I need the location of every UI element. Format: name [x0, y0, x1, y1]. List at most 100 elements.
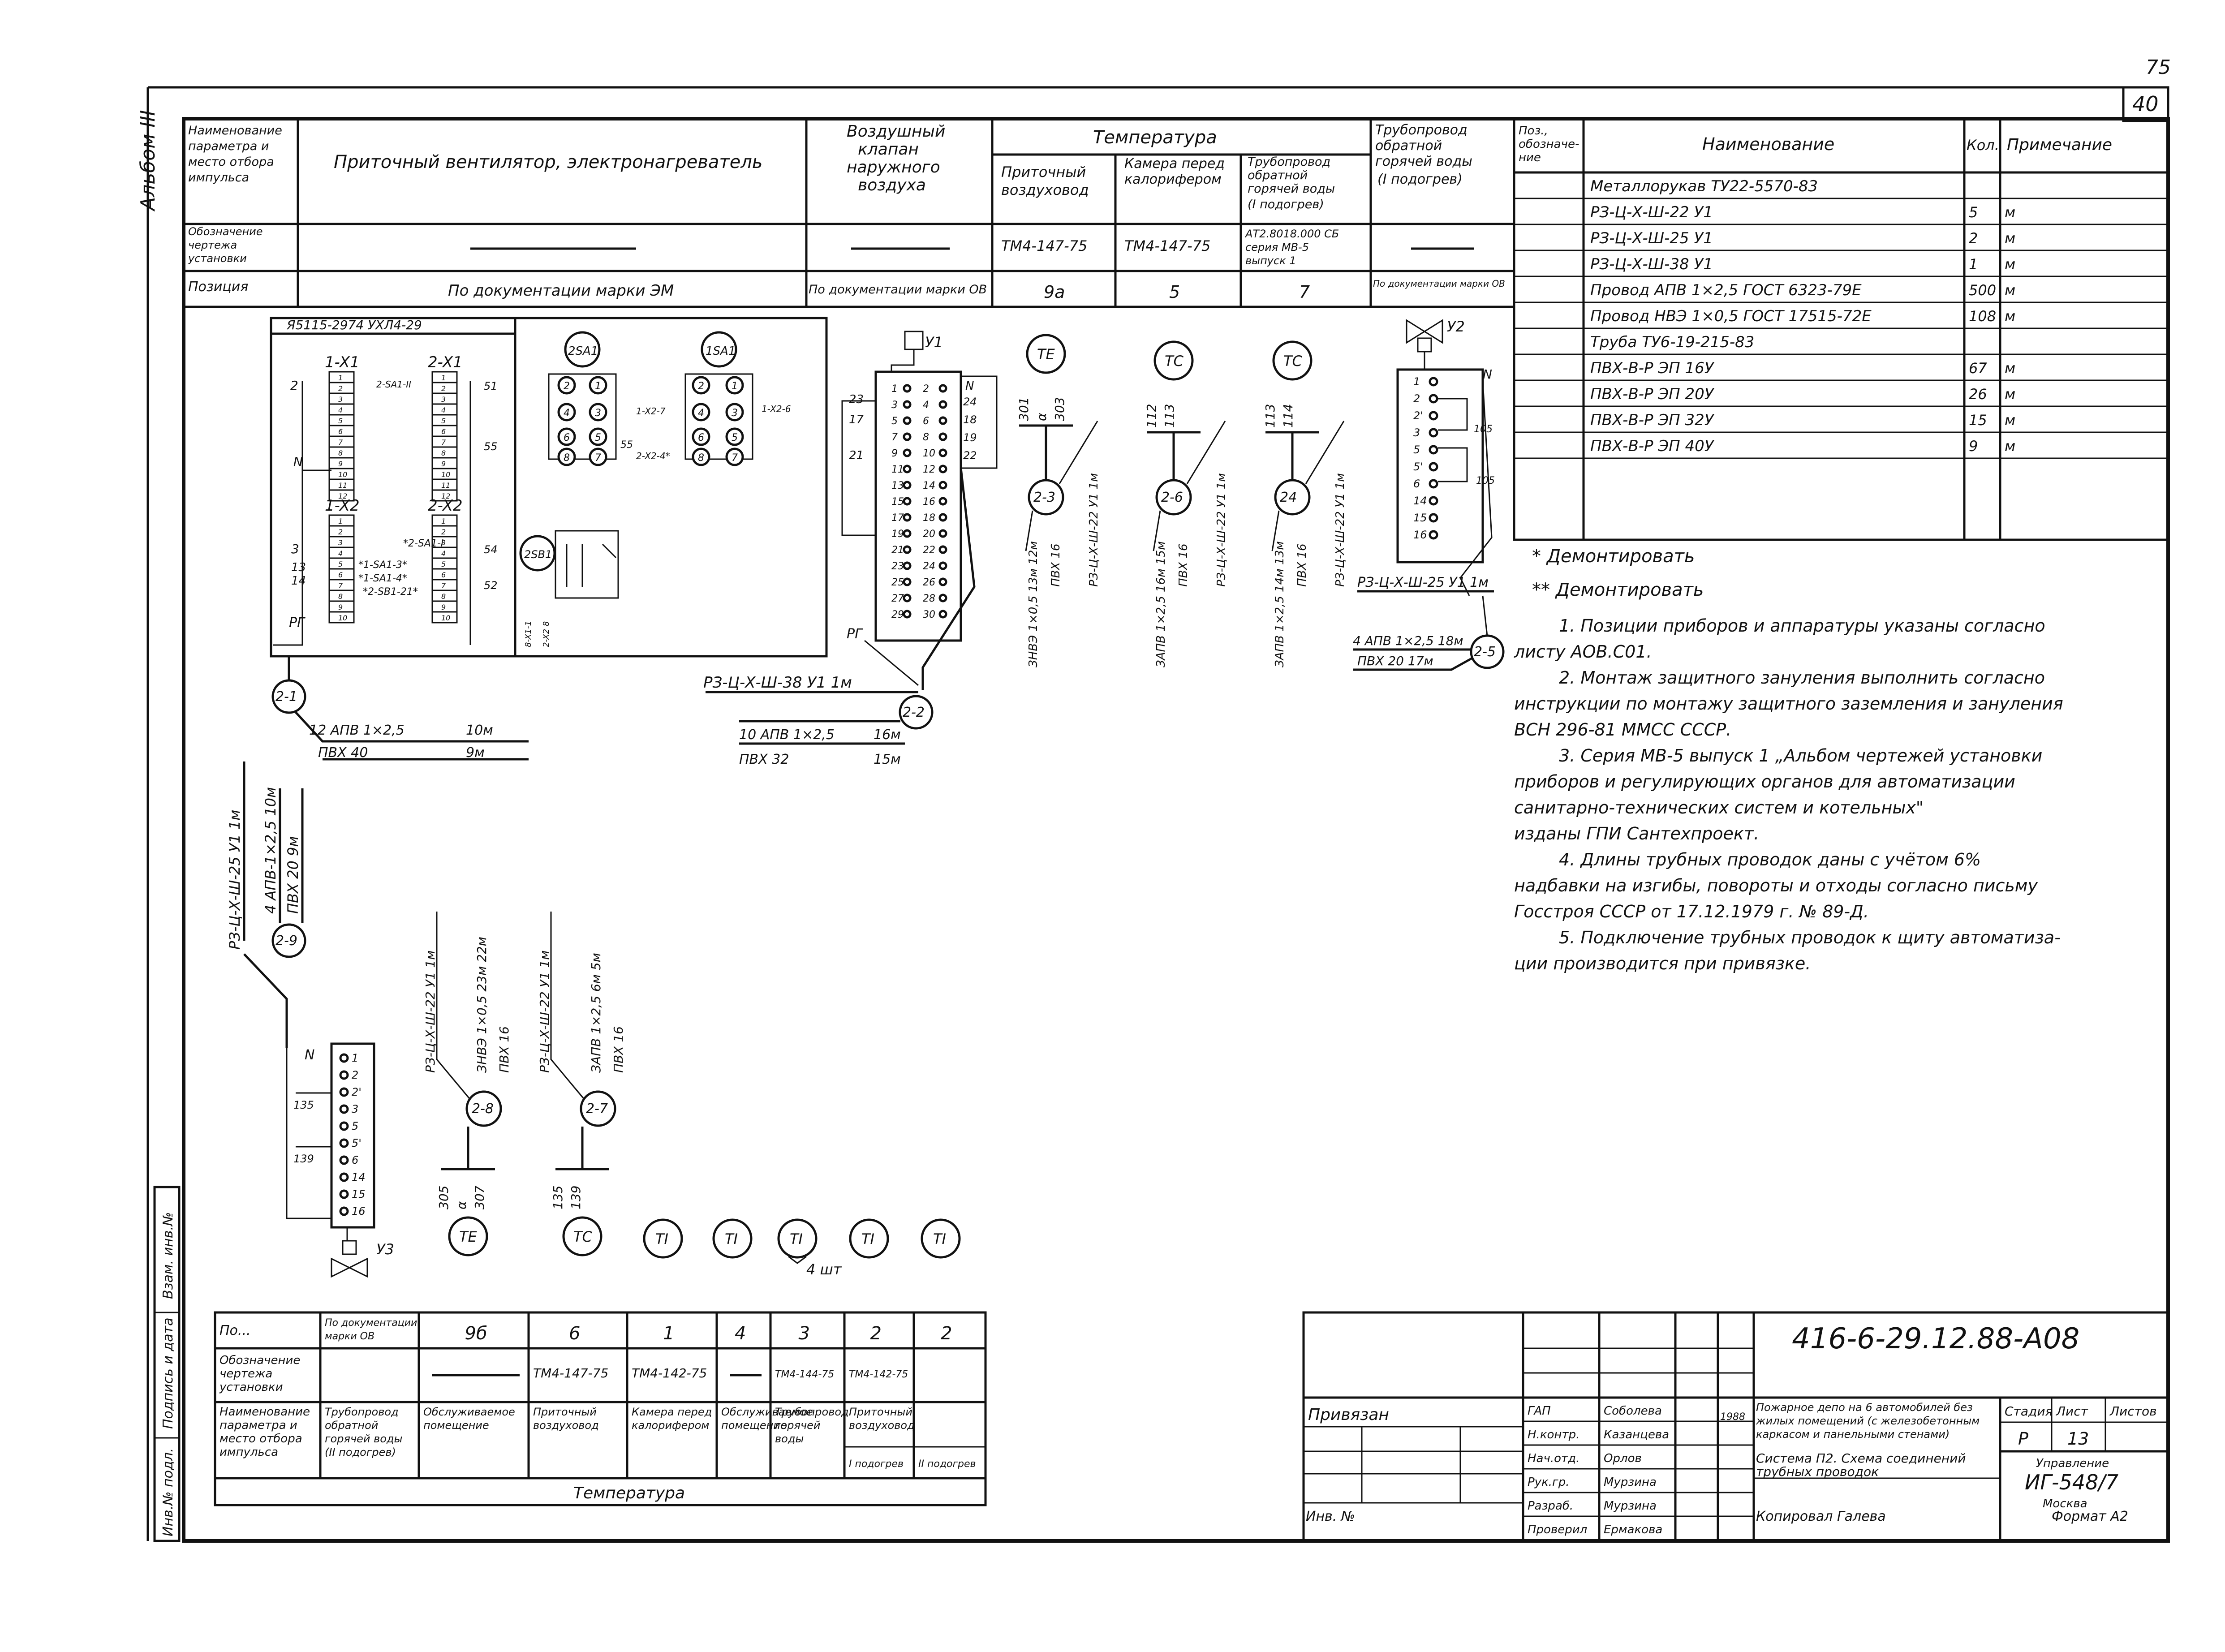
dev-label-2: 2-X2-4*	[636, 451, 670, 461]
note-star: * Демонтировать	[1532, 546, 1695, 567]
valve-u3-box	[330, 1042, 375, 1229]
switch-pin-number: 1	[732, 381, 738, 392]
spec-row-unit: м	[2005, 282, 2015, 299]
spec-row-name: РЗ-Ц-Х-Ш-25 У1	[1590, 229, 1713, 247]
damper-term-left: 3	[891, 400, 898, 411]
switch-2sa1-symbol	[564, 331, 601, 368]
svg-text:импульса: импульса	[219, 1446, 278, 1459]
bt-col-pos: По документации	[325, 1317, 417, 1329]
cable-2-1-l1v: 10м	[466, 723, 493, 738]
spec-row-name: Провод НВЭ 1×0,5 ГОСТ 17515-72Е	[1590, 307, 1872, 325]
valve-u3-terminal: 1	[352, 1052, 358, 1064]
terminal-number: 3	[441, 395, 446, 404]
terminal-number: 7	[338, 438, 343, 447]
switch-pin	[692, 447, 710, 466]
sensor-wire: α	[454, 1201, 469, 1209]
note-line: санитарно-технических систем и котельных…	[1514, 798, 1924, 817]
bt-col-name: Камера перед	[632, 1406, 712, 1418]
valve-u3-terminal: 16	[352, 1205, 366, 1217]
valve-u3-group: РЗ-Ц-Х-Ш-25 У1 1м 4 АПВ-1×2,5 10м ПВХ 20…	[226, 761, 394, 1278]
switch-pin	[692, 403, 710, 422]
damper-term-right: 18	[923, 512, 935, 524]
org-line1: Управление	[2036, 1457, 2109, 1470]
sensor-wire: 305	[436, 1186, 451, 1209]
bt-col-pos: 1	[663, 1323, 674, 1344]
button-contacts	[555, 530, 619, 599]
sensor-symbol	[448, 1216, 488, 1256]
switch-pin	[692, 427, 710, 446]
ti-label: TI	[790, 1230, 803, 1248]
svg-text:место отбора: место отбора	[188, 155, 274, 169]
panel-mark-3: 3	[291, 542, 299, 556]
sensor-hose: РЗ-Ц-Х-Ш-22 У1 1м	[1334, 473, 1347, 587]
spec-header-name: Наименование	[1702, 134, 1834, 154]
spec-row-name: ПВХ-В-Р ЭП 32У	[1590, 411, 1715, 429]
sensor-tag: 2-8	[472, 1101, 494, 1117]
valve-u2-cable1: 4 АПВ 1×2,5 18м	[1353, 633, 1463, 648]
switch-1sa1-symbol	[701, 331, 737, 368]
panel-frame	[270, 317, 516, 658]
bt-col-name: воздуховод	[849, 1419, 915, 1432]
cable-2-2-hose: РЗ-Ц-Х-Ш-38 У1 1м	[703, 674, 852, 692]
switch-pin	[589, 376, 607, 395]
bt-col-drawing: ТМ4-147-75	[533, 1366, 608, 1381]
valve-u2-hose: РЗ-Ц-Х-Ш-25 У1 1м	[1357, 575, 1489, 590]
valve-u2-mark-105b: 105	[1476, 475, 1495, 486]
damper-mark-18: 18	[963, 413, 977, 426]
switch-pin-number: 4	[564, 408, 570, 419]
bt-col-name: горячей	[775, 1419, 821, 1432]
bt-col-pos: 9б	[465, 1323, 487, 1344]
cable-2-1-tag-circle	[271, 679, 306, 714]
spec-row-name: ПВХ-В-Р ЭП 40У	[1590, 437, 1715, 455]
sensor-tag-circle	[1155, 479, 1192, 516]
page-number: 40	[2132, 92, 2159, 116]
terminal-number: 12	[441, 492, 450, 500]
ti-symbol	[643, 1218, 683, 1259]
svg-text:серия МВ-5: серия МВ-5	[1245, 241, 1309, 254]
svg-text:импульса: импульса	[188, 171, 249, 185]
terminal-number: 1	[338, 374, 343, 382]
damper-term-left: 13	[891, 480, 904, 491]
valve-u3-label: У3	[376, 1241, 394, 1258]
terminal-cell	[328, 611, 355, 624]
spec-row-unit: м	[2005, 412, 2015, 429]
damper-term-left: 5	[891, 416, 898, 427]
note-line: 4. Длины трубных проводок даны с учётом …	[1559, 850, 1981, 869]
damper-term-right: 14	[923, 480, 935, 491]
terminal-number: 4	[338, 406, 343, 414]
note-line: 2. Монтаж защитного зануления выполнить …	[1559, 668, 2045, 688]
valve-u3-symbol	[331, 1257, 368, 1278]
damper-term-left: 17	[891, 512, 904, 524]
contact-2sa1-ii: 2-SA1-II	[376, 379, 411, 390]
sensor-symbol	[1026, 334, 1066, 374]
terminal-number: 1	[338, 517, 343, 525]
valve-u3-mark-139: 139	[293, 1153, 314, 1165]
svg-text:воздуховод: воздуховод	[1001, 181, 1089, 198]
tb-role: Рук.гр.	[1528, 1476, 1569, 1489]
spec-row-qty: 9	[1969, 438, 1978, 455]
sensor-type: TC	[1165, 353, 1184, 370]
cable-2-2-l1v: 16м	[874, 727, 901, 743]
switch-1sa1-label: 1SA1	[706, 344, 736, 358]
contact-1sa1-4: *1-SA1-4*	[358, 573, 407, 584]
tb-role: Н.контр.	[1528, 1428, 1579, 1441]
terminal-strips: 1234567891011121234567891011121234567891…	[328, 371, 458, 624]
sheet-header: Лист	[2056, 1404, 2088, 1419]
switch-pin	[725, 376, 744, 395]
bt-col-pos: 6	[569, 1323, 580, 1344]
valve-u2-terminal: 14	[1413, 495, 1427, 507]
sensor-wire: 113	[1263, 404, 1278, 428]
page-number-box	[2122, 86, 2169, 122]
svg-text:обозначе-: обозначе-	[1519, 138, 1579, 151]
valve-u3-mark-135: 135	[293, 1099, 314, 1111]
contact-2sa1-1: *2-SA1-I	[403, 538, 443, 549]
valve-u2-terminal: 5'	[1413, 460, 1423, 473]
terminal-number: 2	[338, 528, 343, 536]
